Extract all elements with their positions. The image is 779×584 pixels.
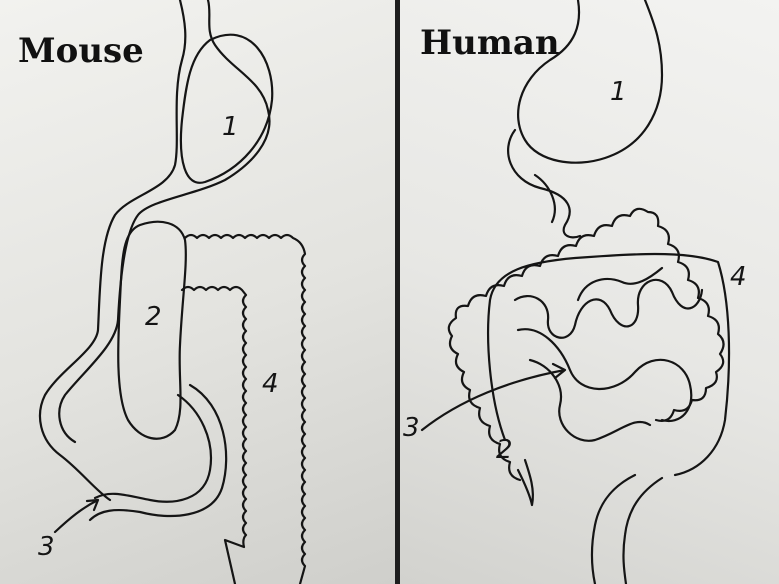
human-panel: Human 1 2 3 4 [400,0,779,584]
human-label-1: 1 [610,77,627,107]
human-label-3: 3 [403,413,420,443]
mouse-label-4: 4 [262,369,279,399]
human-stomach-lower [508,130,580,237]
human-colon-outer [449,209,724,480]
human-appendix [518,460,533,505]
mouse-label-2: 2 [145,302,162,332]
human-small-intestine [515,268,702,441]
human-rectum [592,475,662,584]
mouse-colon-inner [182,287,246,584]
mouse-stomach-inner [59,0,269,442]
human-colon-inner [488,254,729,475]
mouse-gut-drawing: 1 2 3 4 [0,0,395,584]
mouse-label-1: 1 [222,112,239,142]
mouse-arrow-3 [55,500,98,532]
human-gut-drawing: 1 2 3 4 [400,0,779,584]
mouse-panel: Mouse 1 2 3 4 [0,0,395,584]
human-stomach-outline [518,0,662,163]
human-label-4: 4 [730,262,747,292]
human-label-2: 2 [496,435,513,465]
mouse-label-3: 3 [38,532,55,562]
